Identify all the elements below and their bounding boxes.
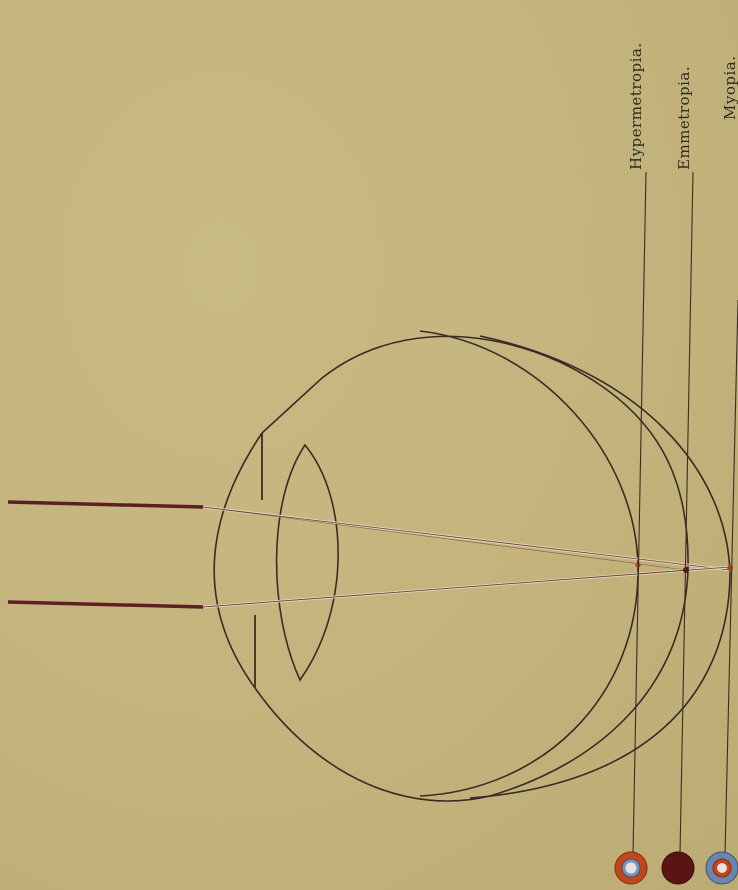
incoming-ray-upper [8, 502, 203, 507]
eyeball-emmetropia [255, 336, 688, 801]
image-disc-myopia [706, 852, 738, 884]
eyeball-myopia [470, 336, 730, 798]
label-emmetropia: Emmetropia. [675, 66, 693, 170]
image-disc-emmetropia [662, 852, 694, 884]
label-myopia: Myopia. [721, 56, 738, 120]
label-hypermetropia: Hypermetropia. [627, 42, 645, 170]
leader-hypermetropia [633, 172, 646, 855]
leader-myopia [725, 300, 738, 855]
image-disc-hypermetropia [615, 852, 647, 884]
refracted-rays [203, 507, 730, 607]
eyeball-hypermetropia [420, 331, 638, 796]
crystalline-lens [277, 445, 339, 680]
leader-emmetropia [680, 172, 693, 855]
incoming-ray-lower [8, 602, 203, 607]
